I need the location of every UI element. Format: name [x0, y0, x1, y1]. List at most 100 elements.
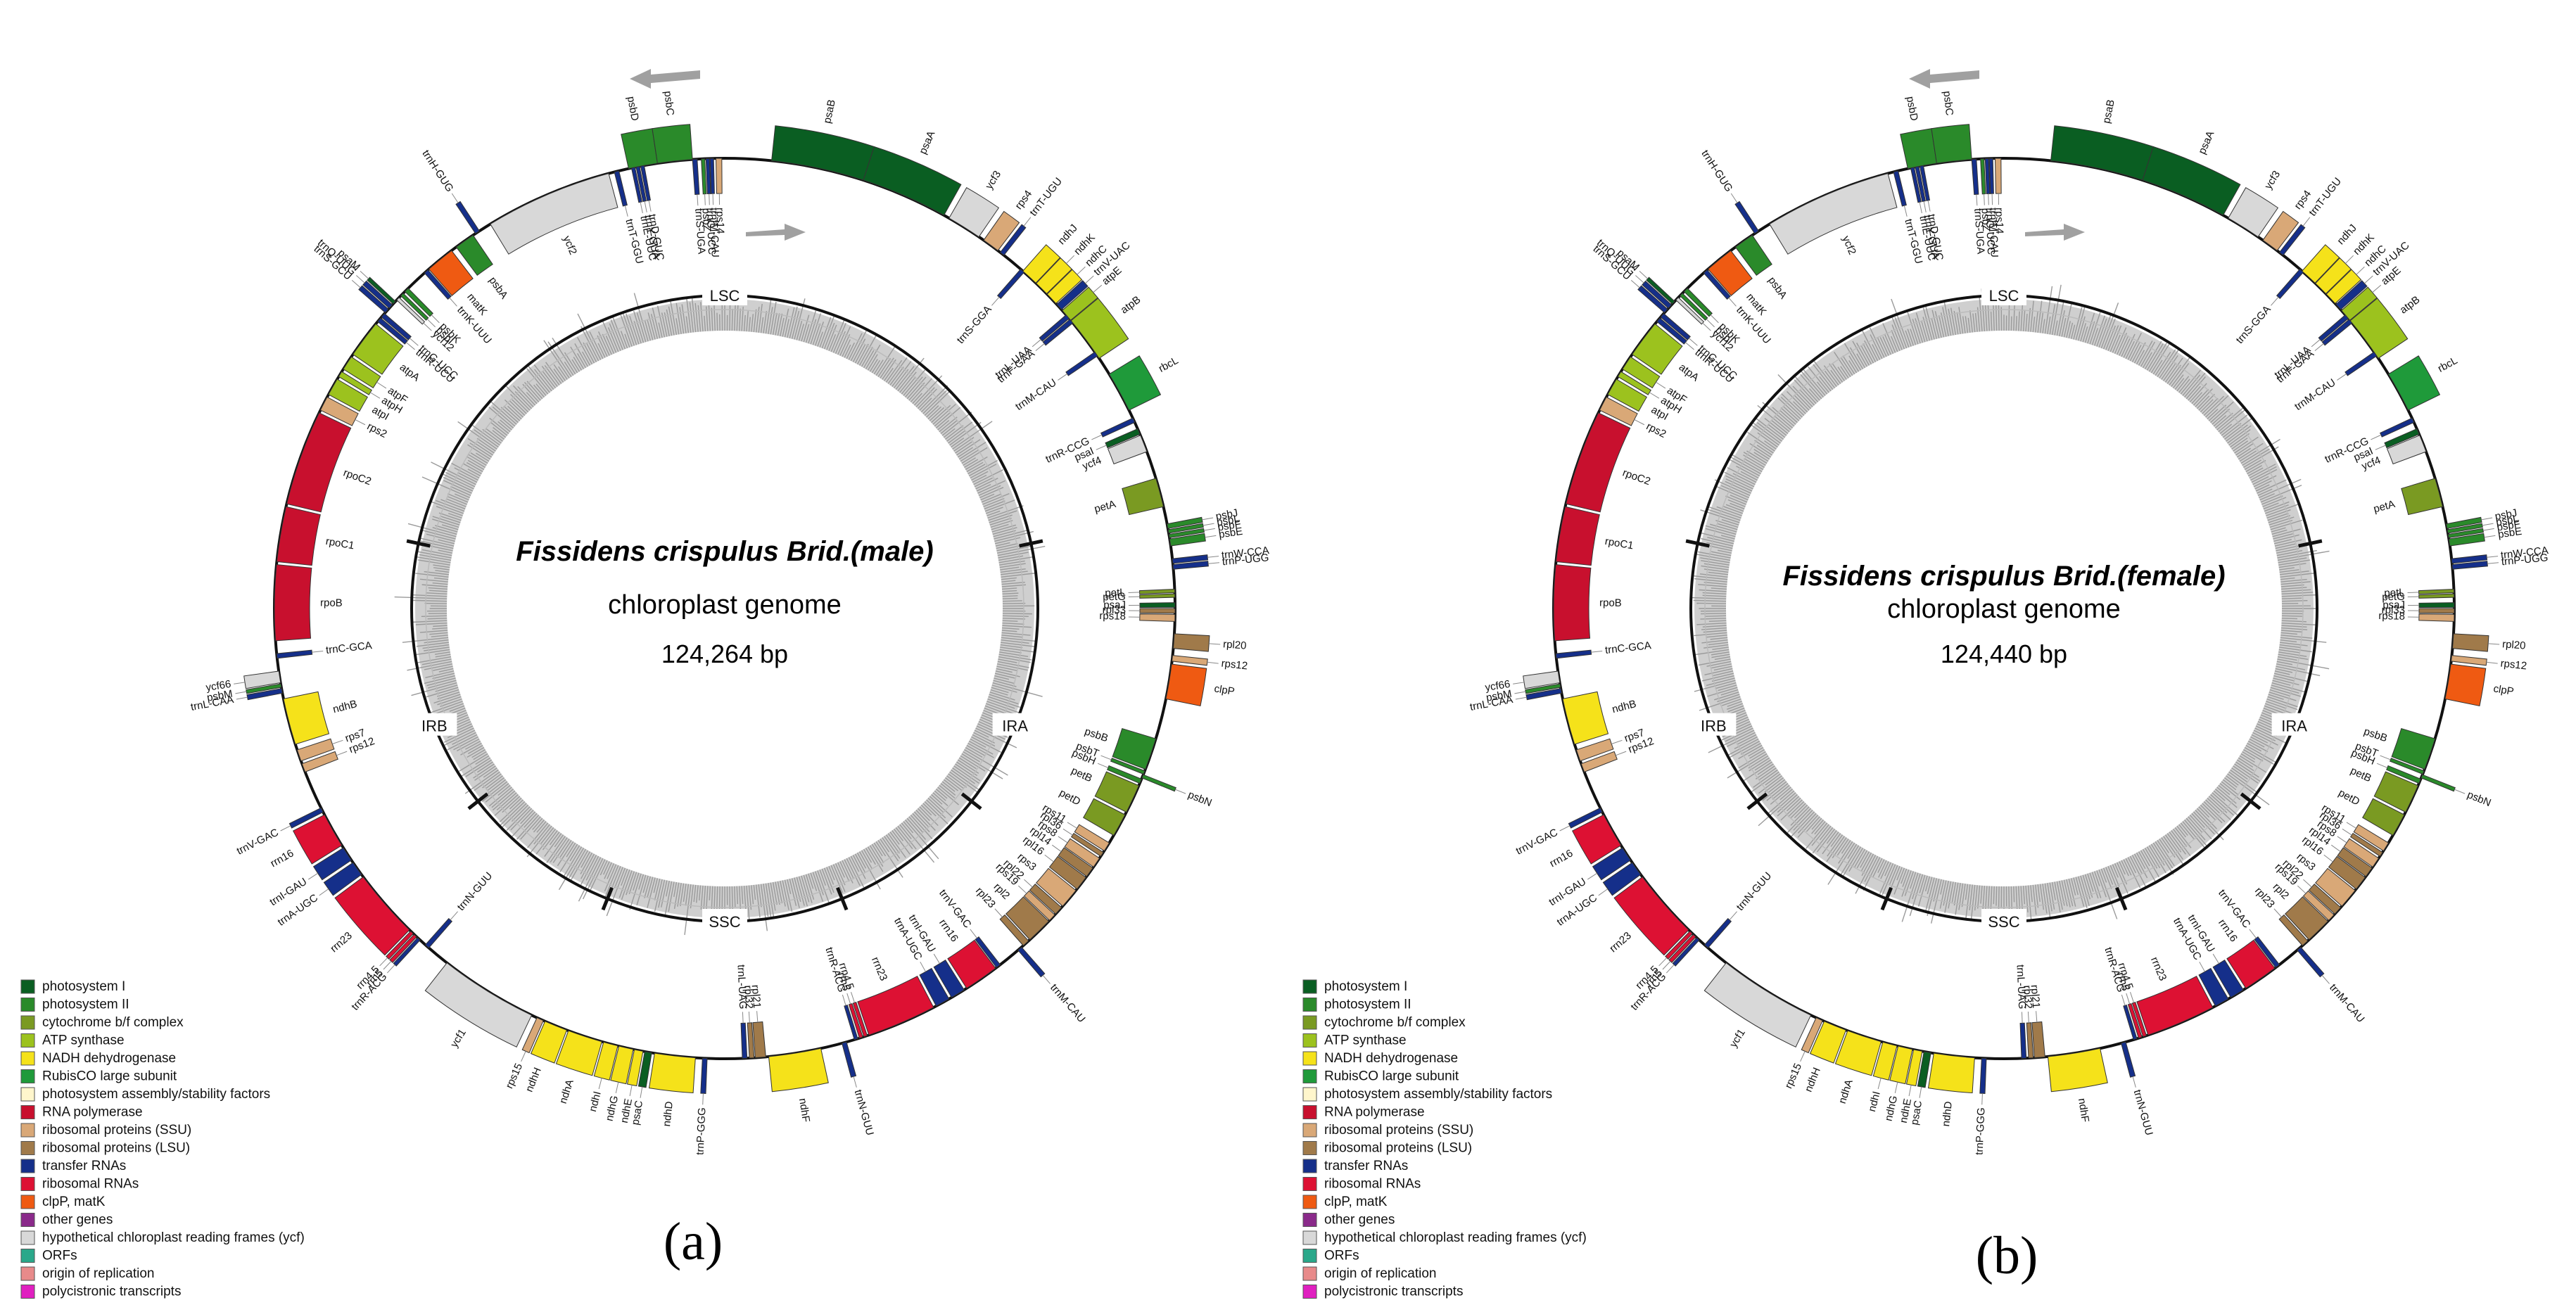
gene-trnE-UUC — [630, 167, 642, 203]
gene-label-trnG-UCC: trnG-UCC — [704, 208, 718, 255]
gene-label-rpoC1: rpoC1 — [325, 535, 355, 552]
gene-psbT — [2389, 758, 2425, 775]
gene-atpB — [2349, 298, 2409, 359]
gene-trnY-GUA — [1915, 165, 1926, 203]
gene-trnD-GUC — [640, 165, 652, 201]
gene-rpl33 — [1139, 608, 1176, 614]
gene-ndhF — [768, 1047, 829, 1093]
gene-rpl33 — [2418, 608, 2455, 614]
legend-label: ATP synthase — [42, 1033, 125, 1048]
strand-direction-arrows — [1909, 69, 2085, 241]
inner-blank — [447, 331, 1003, 886]
legend-swatch — [1302, 1069, 1317, 1083]
gene-label-trnG-UCC: trnG-UCC — [1983, 208, 1997, 255]
legend-label: ribosomal proteins (LSU) — [1324, 1141, 1472, 1156]
gene-psbM — [1525, 683, 1561, 694]
legend-swatch — [1302, 1159, 1317, 1173]
legend-swatch — [1302, 979, 1317, 994]
gene-rpoC1 — [276, 506, 321, 566]
gene-ndhB — [283, 691, 330, 745]
gene-label-psbZ: psbZ — [1979, 208, 1993, 231]
gene-label-trnP-GGG: trnP-GGG — [694, 1107, 709, 1155]
gene-rps19 — [2302, 890, 2335, 922]
legend-swatch — [20, 1249, 35, 1263]
gene-psbA — [1734, 234, 1772, 276]
gene-trnR-ACG — [2123, 1005, 2138, 1040]
region-tick — [601, 886, 614, 911]
gene-rps4 — [2262, 210, 2299, 251]
gene-label-psbJ: psbJ — [1214, 507, 1238, 523]
gene-ycf66 — [1523, 670, 1561, 689]
gene-label-psbM: psbM — [206, 688, 234, 704]
gene-atpA — [1631, 323, 1683, 375]
gene-psaA — [2142, 146, 2241, 216]
legend-label: other genes — [42, 1213, 113, 1228]
gene-rrn16 — [2226, 939, 2276, 989]
legend-swatch — [1302, 1266, 1317, 1281]
gene-ndhG — [1889, 1045, 1913, 1085]
gene-atpF — [1622, 356, 1661, 389]
region-label: IRA — [1002, 718, 1028, 735]
gene-label-trnL-UAG: trnL-UAG — [735, 964, 749, 1010]
region-label: IRB — [1701, 718, 1727, 735]
legend-label: photosystem I — [42, 979, 125, 994]
region-label: SSC — [1988, 913, 2019, 931]
gene-ndhJ — [1022, 244, 1061, 284]
region-tick — [1746, 792, 1768, 810]
gene-label-rps14: rps14 — [1993, 208, 2005, 234]
gene-label-rps12: rps12 — [2500, 658, 2527, 673]
gene-label-rps14: rps14 — [714, 208, 726, 234]
gene-petG — [2418, 593, 2455, 599]
gene-label-psbE: psbE — [2497, 526, 2523, 541]
gene-atpF — [343, 356, 381, 389]
gene-ycf4 — [2386, 435, 2427, 465]
gene-trnW-CCA — [1172, 554, 1209, 564]
legend-label: ATP synthase — [1324, 1033, 1407, 1048]
legend-label: transfer RNAs — [1324, 1159, 1408, 1173]
legend-label: NADH dehydrogenase — [1324, 1051, 1458, 1066]
gene-rps11 — [1074, 824, 1110, 852]
gene-psbZ — [701, 158, 707, 195]
gene-ycf3 — [2228, 187, 2279, 238]
gene-label-trnL-UAG: trnL-UAG — [2014, 964, 2028, 1010]
legend-swatch — [20, 1213, 35, 1227]
gene-rrn23 — [857, 976, 934, 1036]
gene-ndhK — [2315, 257, 2352, 295]
gene-rrn4.5 — [852, 1002, 868, 1038]
gene-label-rpl20: rpl20 — [2502, 638, 2527, 651]
legend-label: hypothetical chloroplast reading frames … — [1324, 1230, 1587, 1245]
gene-trnT-GGU — [1893, 170, 1907, 207]
gene-petA — [2401, 478, 2444, 516]
gene-trnL-CAA — [246, 688, 283, 701]
gene-trnM-CAU — [2345, 351, 2378, 376]
gene-trnN-GUU — [841, 1041, 857, 1078]
gene-rbcL — [1108, 355, 1162, 411]
gene-trnR-ACG — [1672, 937, 1700, 967]
gene-psbJ — [1167, 516, 1203, 529]
gc-histogram — [394, 285, 1046, 936]
gene-label-rpl33: rpl33 — [1103, 604, 1126, 616]
gene-rps15 — [1801, 1017, 1823, 1054]
gene-petL — [2418, 588, 2455, 594]
legend-swatch — [1302, 1123, 1317, 1138]
gene-rrn23 — [1613, 876, 1689, 956]
legend-swatch — [20, 1087, 35, 1102]
gene-rps7 — [1575, 738, 1614, 762]
legend-swatch — [1302, 1195, 1317, 1209]
legend-swatch — [1302, 1230, 1317, 1245]
gene-matK — [1707, 250, 1753, 296]
gene-label-psbC: psbC — [1941, 91, 1955, 117]
gene-psaJ — [2418, 602, 2455, 608]
gene-rrn5 — [1668, 934, 1696, 963]
gene-ndhE — [1905, 1049, 1923, 1087]
gene-label-ndhE: ndhE — [1898, 1097, 1914, 1124]
gene-psbE — [1169, 533, 1206, 547]
region-label: SSC — [709, 913, 740, 931]
gene-petG — [1139, 593, 1176, 599]
gene-label-trnfM-CAU: trnfM-CAU — [1987, 208, 2000, 257]
gene-label-psaB: psaB — [2100, 98, 2117, 125]
gene-rrn16 — [292, 814, 343, 865]
gene-psaI — [1105, 428, 1141, 449]
